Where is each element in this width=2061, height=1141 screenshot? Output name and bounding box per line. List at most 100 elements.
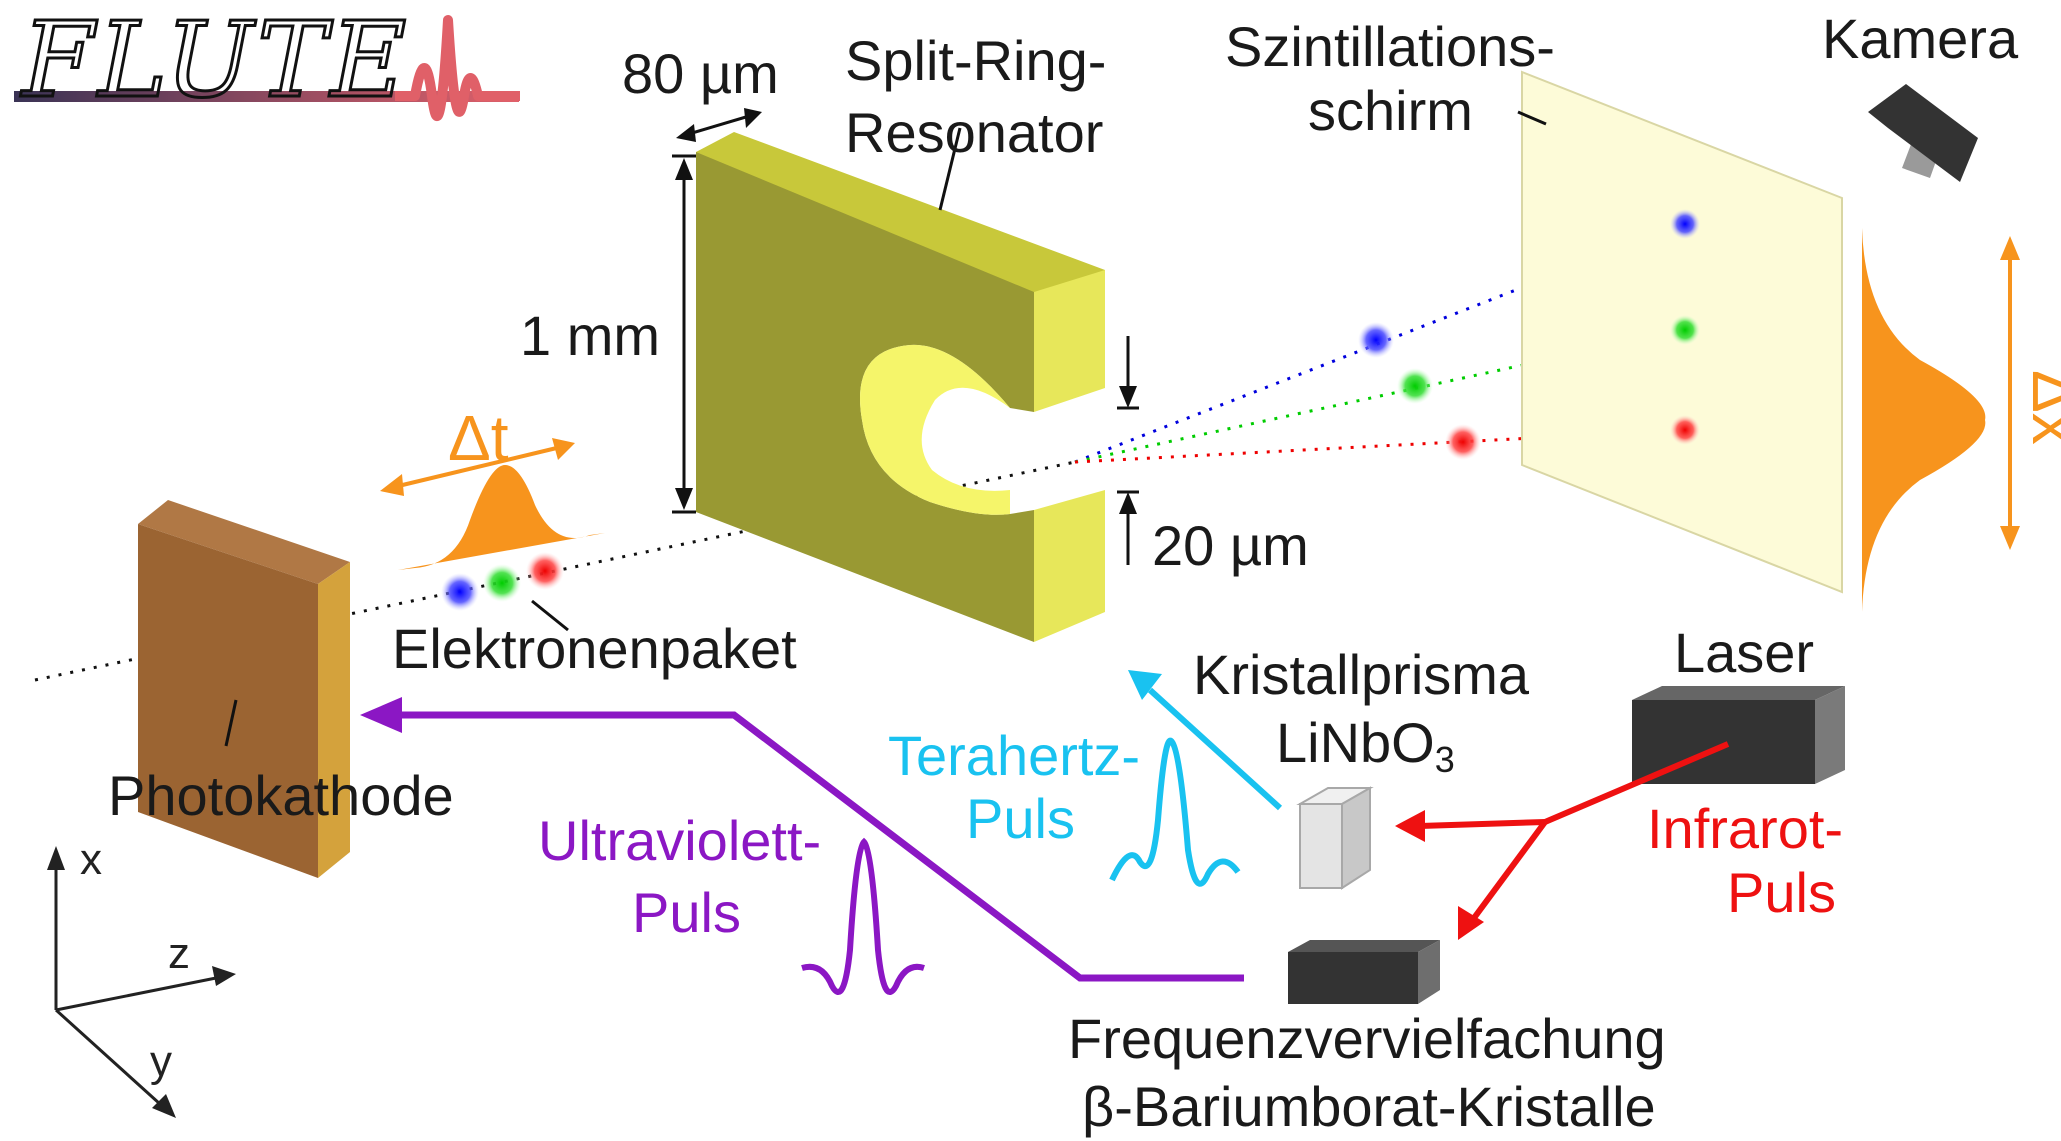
laser-top: [1632, 686, 1845, 700]
screen-label-line1: Szintillations-: [1225, 15, 1555, 78]
uv-wave-icon: [801, 837, 925, 995]
photocathode-face: [138, 524, 318, 878]
ir-label-line2: Puls: [1727, 861, 1836, 924]
camera-label: Kamera: [1822, 7, 2019, 70]
logo-wave-icon: [395, 15, 520, 122]
axis-y-line: [54, 1008, 162, 1106]
thz-label-line1: Terahertz-: [888, 724, 1140, 787]
srr-inner-ring: [860, 344, 1010, 515]
uv-label-line2: Puls: [632, 881, 741, 944]
bbo-body: [1288, 952, 1418, 1004]
delta-t-arrow-right: [552, 438, 575, 460]
screen-hit-blue: [1670, 209, 1700, 239]
thz-label-line2: Puls: [966, 787, 1075, 850]
bbo-top: [1288, 940, 1440, 952]
srr-label-line1: Split-Ring-: [845, 29, 1106, 92]
beam-blue-path: [1074, 222, 1686, 464]
uv-label-line1: Ultraviolett-: [538, 809, 821, 872]
thz-wave-icon: [1109, 737, 1241, 887]
camera: [1868, 84, 1978, 182]
delta-t-pulse: [398, 465, 605, 570]
laser-label: Laser: [1674, 621, 1814, 684]
dimension-20um: [1117, 336, 1139, 565]
photocathode-label: Photokathode: [108, 764, 454, 827]
srr-top: [696, 132, 1105, 310]
ir-prism-path: [1419, 819, 1546, 829]
electron-packet-leader: [531, 599, 569, 632]
screen-hit-red: [1670, 415, 1700, 445]
electron-packet-label: Elektronenpaket: [392, 617, 797, 680]
freq-label-line1: Frequenzvervielfachung: [1068, 1007, 1666, 1070]
srr-side-upper: [1034, 270, 1105, 412]
infrared-pulse-paths: [1395, 741, 1730, 940]
thz-path: [1147, 687, 1283, 811]
terahertz-pulse: [1109, 670, 1283, 887]
ir-main-path: [1543, 741, 1730, 825]
ir-prism-arrow-icon: [1395, 810, 1425, 842]
delta-x-indicator: [1862, 228, 2020, 612]
axis-x-arrow-icon: [47, 846, 65, 870]
dim-1mm-arrow-top: [675, 158, 693, 180]
axis-z-line: [55, 976, 217, 1012]
ir-bbo-arrow-icon: [1458, 906, 1484, 940]
dimension-20um-label: 20 µm: [1152, 514, 1309, 577]
electron-packet: [441, 552, 569, 632]
axis-z-label: z: [168, 929, 190, 978]
flute-logo: FLUTE: [14, 0, 520, 123]
srr-label-line2: Resonator: [845, 101, 1103, 164]
delta-t-label: Δt: [448, 402, 509, 474]
delta-t-indicator: [380, 438, 605, 570]
scintillation-screen: [1517, 70, 1843, 594]
prism-label-line2: LiNbO3: [1276, 711, 1455, 780]
laser: [1632, 686, 1845, 784]
photocathode-side: [318, 562, 350, 878]
uv-path: [396, 711, 1244, 982]
beam-green-path: [1074, 328, 1686, 464]
screen-hit-green: [1670, 315, 1700, 345]
freq-label-line2: β-Bariumborat-Kristalle: [1082, 1075, 1656, 1138]
camera-body: [1868, 84, 1978, 182]
delta-t-arrow-line: [389, 444, 566, 490]
delta-x-distribution: [1862, 228, 1986, 612]
srr-leader: [938, 127, 962, 211]
ir-bbo-path: [1471, 820, 1548, 920]
deflected-electron-blue: [1358, 322, 1394, 358]
srr-side-lower: [1034, 490, 1105, 642]
delta-t-arrow-left: [380, 474, 404, 496]
photocathode: [138, 500, 350, 878]
axis-x-label: x: [80, 835, 102, 884]
dim-80um-arrow-left: [676, 124, 696, 142]
ir-label-line1: Infrarot-: [1647, 797, 1843, 860]
crystal-prism: [1296, 786, 1374, 890]
split-ring-resonator: [696, 127, 1105, 642]
ultraviolet-pulse: [360, 697, 1244, 995]
prism-front: [1299, 803, 1343, 889]
dimension-1mm: [672, 154, 696, 514]
uv-arrow-icon: [360, 697, 402, 733]
bbo-side: [1418, 940, 1440, 1004]
electron-red: [526, 552, 564, 590]
delta-x-label: Δx: [2019, 370, 2061, 445]
dim-80um-arrow-right: [744, 108, 762, 128]
photocathode-leader: [224, 699, 238, 747]
electron-green: [483, 564, 521, 602]
dimension-80um: [676, 108, 762, 142]
electron-blue: [441, 573, 479, 611]
dim-20um-arrow-up: [1119, 492, 1137, 514]
photocathode-top: [138, 500, 350, 584]
prism-label-line1: Kristallprisma: [1193, 643, 1530, 706]
dimension-80um-label: 80 µm: [622, 42, 779, 105]
beam-paths: [34, 222, 1686, 682]
prism-side: [1341, 786, 1371, 890]
coordinate-axes: [47, 846, 236, 1118]
dim-1mm-arrow-bottom: [675, 488, 693, 510]
thz-arrow-icon: [1128, 670, 1162, 700]
delta-x-arrow-bottom: [2000, 526, 2020, 550]
deflected-electron-green: [1397, 368, 1433, 404]
logo-underline: [14, 91, 519, 102]
bbo-crystal: [1288, 940, 1440, 1004]
deflected-electron-red: [1445, 424, 1481, 460]
axis-y-label: y: [150, 1037, 172, 1086]
dimension-1mm-label: 1 mm: [520, 304, 660, 367]
